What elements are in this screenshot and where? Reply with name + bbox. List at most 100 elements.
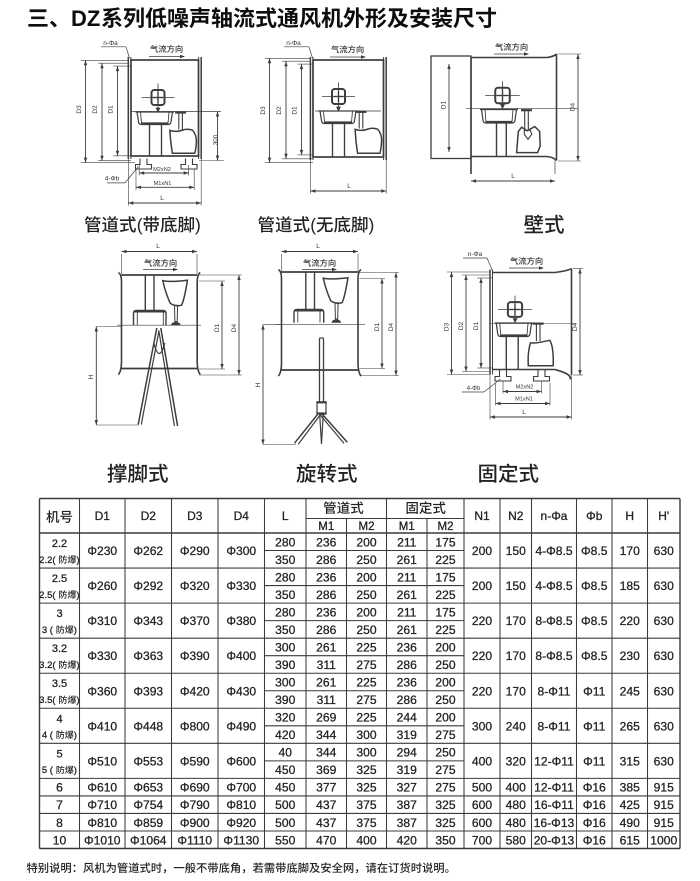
svg-text:): )	[76, 695, 79, 706]
svg-text:375: 375	[356, 798, 376, 812]
svg-text:3.2: 3.2	[52, 643, 67, 655]
svg-text:250: 250	[356, 588, 376, 602]
svg-text:M1xN1: M1xN1	[154, 181, 172, 187]
svg-text:Φ790: Φ790	[180, 798, 210, 812]
svg-text:265: 265	[620, 719, 640, 733]
svg-text:Φ393: Φ393	[133, 684, 163, 698]
svg-text:Φ292: Φ292	[133, 579, 163, 593]
svg-text:): )	[76, 555, 79, 566]
svg-text:D2: D2	[141, 509, 157, 523]
svg-text:244: 244	[397, 711, 417, 725]
svg-text:Φ590: Φ590	[180, 754, 210, 768]
svg-text:n-Φa: n-Φa	[103, 40, 118, 47]
svg-text:319: 319	[397, 763, 417, 777]
svg-text:D2: D2	[276, 106, 283, 115]
svg-text:Φ754: Φ754	[133, 798, 163, 812]
svg-text:450: 450	[275, 781, 295, 795]
svg-text:Φ8.5: Φ8.5	[581, 544, 608, 558]
svg-text:220: 220	[472, 649, 492, 663]
svg-text:425: 425	[620, 798, 640, 812]
svg-text:D1: D1	[441, 100, 448, 109]
svg-text:915: 915	[654, 798, 674, 812]
svg-text:Φ410: Φ410	[87, 719, 117, 733]
svg-text:): )	[74, 730, 77, 741]
svg-text:Φ16: Φ16	[583, 816, 606, 830]
svg-text:211: 211	[397, 605, 417, 619]
svg-text:Φ810: Φ810	[226, 798, 256, 812]
svg-text:L: L	[160, 195, 164, 202]
svg-text:8-Φ8.5: 8-Φ8.5	[535, 614, 572, 628]
svg-text:Φ16: Φ16	[583, 833, 606, 847]
svg-text:D3: D3	[187, 509, 203, 523]
svg-text:240: 240	[506, 719, 526, 733]
svg-text:4: 4	[56, 713, 62, 725]
svg-text:311: 311	[317, 658, 337, 672]
svg-text:20-Φ13: 20-Φ13	[534, 833, 575, 847]
svg-text:D1: D1	[473, 321, 480, 330]
svg-text:8-Φ8.5: 8-Φ8.5	[535, 649, 572, 663]
svg-text:390: 390	[275, 658, 295, 672]
svg-text:L: L	[511, 173, 515, 180]
svg-text:3.5: 3.5	[52, 678, 67, 690]
svg-text:M2xN2: M2xN2	[516, 385, 534, 391]
svg-text:Φ690: Φ690	[180, 781, 210, 795]
svg-text:8-Φ11: 8-Φ11	[538, 719, 571, 733]
svg-text:200: 200	[435, 640, 455, 654]
svg-text:7: 7	[56, 798, 63, 812]
svg-text:319: 319	[397, 728, 417, 742]
svg-text:400: 400	[472, 754, 492, 768]
svg-text:H: H	[625, 509, 634, 523]
svg-text:D4: D4	[572, 322, 579, 331]
svg-text:D1: D1	[95, 509, 111, 523]
svg-text:327: 327	[397, 781, 417, 795]
svg-text:375: 375	[356, 816, 376, 830]
svg-text:286: 286	[316, 553, 336, 567]
svg-text:2.2(: 2.2(	[39, 555, 56, 566]
svg-text:915: 915	[654, 781, 674, 795]
svg-text:D4: D4	[570, 102, 577, 111]
svg-text:): )	[74, 625, 77, 636]
svg-text:369: 369	[316, 763, 336, 777]
svg-text:200: 200	[356, 605, 376, 619]
svg-text:261: 261	[316, 676, 336, 690]
svg-text:1000: 1000	[650, 833, 677, 847]
svg-text:225: 225	[435, 553, 455, 567]
svg-text:Φ859: Φ859	[133, 816, 163, 830]
svg-text:261: 261	[397, 623, 417, 637]
svg-text:350: 350	[435, 833, 455, 847]
svg-text:4-Φb: 4-Φb	[467, 386, 481, 392]
svg-text:10: 10	[53, 833, 67, 847]
svg-text:): )	[195, 215, 201, 235]
svg-text:470: 470	[316, 833, 336, 847]
svg-text:3: 3	[56, 608, 62, 620]
svg-text:437: 437	[316, 816, 336, 830]
svg-text:N2: N2	[508, 509, 524, 523]
svg-text:H: H	[88, 374, 95, 379]
svg-text:175: 175	[435, 605, 455, 619]
svg-text:D3: D3	[444, 322, 451, 331]
svg-text:915: 915	[654, 816, 674, 830]
svg-text:4 (: 4 (	[42, 730, 54, 741]
svg-text:Φ900: Φ900	[180, 816, 210, 830]
svg-text:Φ11: Φ11	[583, 754, 605, 768]
svg-text:385: 385	[620, 781, 640, 795]
svg-text:225: 225	[356, 711, 376, 725]
svg-text:Φ653: Φ653	[133, 781, 163, 795]
svg-text:630: 630	[654, 684, 674, 698]
svg-text:150: 150	[506, 579, 526, 593]
svg-text:170: 170	[620, 544, 640, 558]
svg-text:Φ553: Φ553	[133, 754, 163, 768]
svg-text:Φ700: Φ700	[226, 781, 256, 795]
svg-text:286: 286	[397, 693, 417, 707]
svg-text:150: 150	[506, 544, 526, 558]
svg-text:600: 600	[472, 798, 492, 812]
svg-text:250: 250	[435, 746, 455, 760]
svg-text:Φ11: Φ11	[583, 719, 605, 733]
svg-text:12-Φ11: 12-Φ11	[534, 781, 574, 795]
svg-text:Φ310: Φ310	[87, 614, 117, 628]
svg-text:N1: N1	[474, 509, 490, 523]
svg-text:L: L	[316, 243, 320, 250]
svg-text:Φ11: Φ11	[583, 684, 605, 698]
svg-text:Φ420: Φ420	[180, 684, 210, 698]
svg-text:n-Φa: n-Φa	[541, 509, 568, 523]
